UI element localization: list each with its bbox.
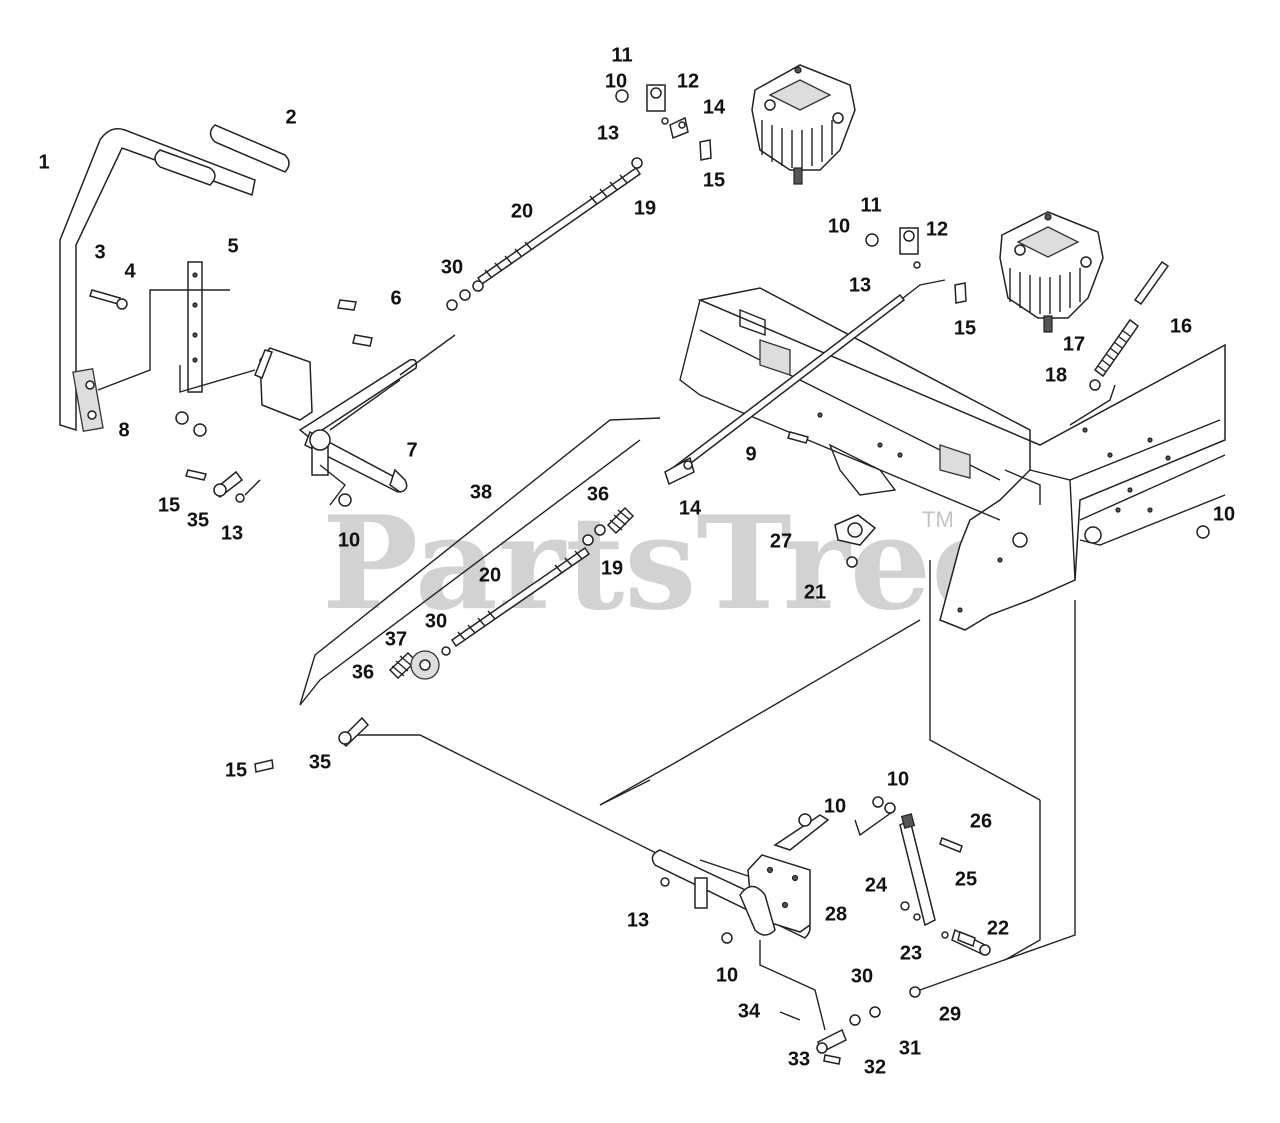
callout-11: 11 — [611, 44, 632, 66]
callout-31: 31 — [899, 1037, 921, 1059]
callout-27: 27 — [770, 530, 792, 552]
callout-37: 37 — [385, 628, 407, 650]
callout-36: 36 — [587, 483, 609, 505]
callout-25: 25 — [955, 868, 977, 890]
lower-shaft-assembly — [651, 814, 830, 939]
callout-10: 10 — [338, 529, 360, 551]
callout-16: 16 — [1170, 315, 1192, 337]
callout-8: 8 — [118, 419, 129, 441]
callout-12: 12 — [677, 70, 699, 92]
handle-assembly — [59, 124, 418, 493]
callout-20: 20 — [511, 200, 533, 222]
callout-23: 23 — [900, 942, 922, 964]
callout-10: 10 — [887, 768, 909, 790]
callout-10: 10 — [605, 70, 627, 92]
callout-19: 19 — [634, 197, 656, 219]
callout-14: 14 — [679, 497, 702, 519]
callout-1: 1 — [38, 151, 49, 173]
hydro-pump-left — [751, 64, 856, 185]
frame — [679, 287, 1226, 631]
hydro-pump-right — [999, 211, 1104, 333]
callout-34: 34 — [738, 1000, 761, 1022]
callout-9: 9 — [745, 443, 756, 465]
trademark: TM — [922, 507, 954, 532]
callout-labels: 1234567891010101010101011111212131313131… — [38, 44, 1235, 1078]
callout-17: 17 — [1063, 333, 1085, 355]
callout-30: 30 — [851, 965, 873, 987]
callout-11: 11 — [860, 194, 881, 216]
callout-19: 19 — [601, 557, 623, 579]
callout-28: 28 — [825, 903, 847, 925]
callout-2: 2 — [285, 106, 296, 128]
callout-6: 6 — [390, 287, 401, 309]
callout-35: 35 — [309, 751, 331, 773]
callout-32: 32 — [864, 1056, 886, 1078]
callout-10: 10 — [1213, 503, 1235, 525]
callout-5: 5 — [227, 235, 238, 257]
control-rods — [244, 166, 1116, 1031]
callout-15: 15 — [954, 317, 976, 339]
callout-13: 13 — [849, 274, 871, 296]
callout-35: 35 — [187, 509, 209, 531]
callout-30: 30 — [441, 256, 463, 278]
callout-7: 7 — [406, 439, 417, 461]
callout-33: 33 — [788, 1048, 810, 1070]
callout-10: 10 — [828, 215, 850, 237]
callout-30: 30 — [425, 610, 447, 632]
callout-15: 15 — [225, 759, 247, 781]
springs — [388, 260, 1170, 680]
hardware — [89, 84, 1210, 1065]
callout-13: 13 — [597, 122, 619, 144]
callout-10: 10 — [716, 964, 738, 986]
callout-13: 13 — [221, 522, 243, 544]
callout-21: 21 — [804, 581, 826, 603]
callout-18: 18 — [1045, 364, 1067, 386]
callout-38: 38 — [470, 481, 492, 503]
callout-12: 12 — [926, 218, 948, 240]
callout-26: 26 — [970, 810, 992, 832]
watermark: PartsTree — [322, 489, 1013, 639]
callout-20: 20 — [479, 564, 501, 586]
callout-15: 15 — [158, 494, 180, 516]
callout-15: 15 — [703, 169, 725, 191]
callout-4: 4 — [124, 260, 136, 282]
callout-3: 3 — [94, 241, 105, 263]
callout-14: 14 — [703, 96, 726, 118]
callout-13: 13 — [627, 909, 649, 931]
callout-29: 29 — [939, 1003, 961, 1025]
callout-36: 36 — [352, 661, 374, 683]
callout-22: 22 — [987, 917, 1009, 939]
callout-24: 24 — [865, 874, 888, 896]
callout-10: 10 — [824, 795, 846, 817]
